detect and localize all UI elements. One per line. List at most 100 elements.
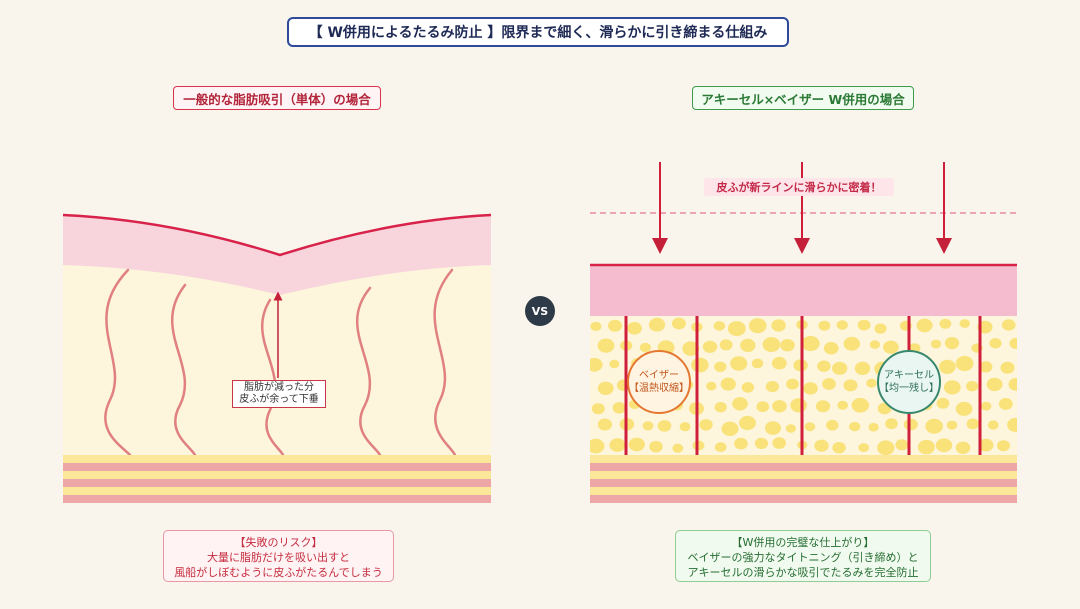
fat-cell (803, 382, 818, 395)
fat-cell (706, 381, 717, 391)
left-panel-label: 一般的な脂肪吸引（単体）の場合 (173, 86, 381, 110)
left-cross-section (62, 213, 492, 503)
fat-cell (832, 442, 846, 454)
fat-cell (885, 418, 898, 430)
fat-cell (939, 359, 956, 374)
fat-cell (997, 440, 1010, 452)
fat-cell (732, 397, 748, 411)
fat-cell (765, 421, 781, 435)
fat-cell (917, 439, 935, 455)
fat-cell (843, 379, 858, 392)
sag-annotation-line1: 脂肪が減った分 (244, 382, 314, 393)
fat-cell (998, 398, 1013, 410)
fat-cell (713, 321, 726, 331)
fat-cell (823, 342, 839, 355)
fat-cell (720, 377, 736, 391)
fat-cell (734, 437, 748, 450)
fat-cell (866, 378, 877, 388)
fat-cell (966, 418, 980, 430)
fat-cell (780, 339, 795, 352)
fat-cell (959, 319, 970, 328)
fat-cell (672, 443, 684, 453)
vaser-circle: ベイザー 【温熱収縮】 (627, 350, 691, 414)
aquicell-circle-title: アキーセル (884, 370, 934, 381)
fat-cell (590, 321, 602, 331)
right-cross-section (590, 162, 1017, 503)
fat-cell (597, 418, 613, 431)
fat-cell (590, 357, 603, 372)
fat-cell (1001, 319, 1016, 331)
fat-cell (671, 317, 686, 330)
fat-cell (925, 418, 943, 434)
fat-cell (989, 338, 1002, 349)
fat-cell (649, 441, 663, 453)
fat-cell (765, 381, 780, 393)
aquicell-circle-sub: 【均一残し】 (879, 383, 939, 394)
fat-cell (874, 323, 887, 334)
fat-cell (691, 357, 709, 373)
fat-cell (771, 356, 787, 370)
right-tight-skin (590, 265, 1017, 316)
fat-cell (1000, 361, 1015, 374)
fat-cell (754, 437, 769, 449)
fat-cell (955, 401, 973, 416)
fat-cell (981, 401, 992, 411)
fat-cell (730, 356, 748, 371)
fat-cell (868, 422, 879, 432)
fat-cell (822, 378, 836, 390)
fat-cell (987, 420, 999, 430)
left-loose-fibers (104, 268, 457, 457)
risk-heading: 【失敗のリスク】 (234, 536, 323, 549)
fat-cell (851, 397, 869, 413)
fat-cell (627, 322, 642, 335)
fat-cell (682, 341, 700, 356)
fat-cell (741, 382, 755, 393)
fat-cell (1009, 337, 1017, 349)
fat-cell (772, 400, 787, 413)
fat-cell (609, 438, 626, 452)
fat-cell (1007, 417, 1017, 432)
vaser-circle-sub: 【温熱収縮】 (629, 383, 689, 394)
vs-badge: VS (525, 296, 555, 326)
fat-cell (591, 403, 605, 415)
fat-cell (955, 441, 971, 454)
fat-cell (986, 377, 1003, 392)
fat-cell (642, 421, 654, 431)
fat-cell (978, 438, 994, 452)
vaser-circle-title: ベイザー (639, 370, 679, 381)
fat-cell (628, 437, 645, 452)
fat-cell (836, 320, 848, 330)
risk-line2: 風船がしぼむように皮ふがたるんでしまう (174, 566, 383, 579)
fat-cell (943, 380, 961, 395)
fat-cell (837, 400, 848, 410)
fat-cell (817, 360, 831, 372)
fat-cell (739, 415, 756, 431)
fat-cell (832, 361, 848, 375)
fat-cell (814, 439, 829, 452)
fat-cell (869, 340, 881, 349)
fat-cell (877, 440, 895, 455)
fat-cell (854, 361, 871, 375)
fat-cell (639, 342, 651, 353)
sag-annotation: 脂肪が減った分 皮ふが余って下垂 (232, 380, 326, 408)
fat-cell (748, 318, 767, 334)
fat-cell (679, 422, 691, 432)
fat-cell (608, 319, 622, 332)
fat-cell (936, 397, 950, 409)
fat-cell (895, 439, 909, 451)
fat-cell (751, 358, 764, 369)
left-skin-outline (62, 213, 492, 257)
fat-cell (857, 319, 871, 331)
fat-cell (944, 337, 960, 350)
fat-cell (790, 398, 807, 413)
fat-cell (612, 402, 626, 414)
fat-cell (858, 443, 869, 453)
aquicell-circle: アキーセル 【均一残し】 (877, 350, 941, 414)
fat-cell (979, 361, 993, 373)
fat-cell (903, 418, 918, 431)
fat-cell (719, 339, 733, 351)
fat-cell (1008, 378, 1017, 391)
fat-cell (772, 437, 786, 449)
fat-cell (883, 340, 899, 354)
fat-cell (930, 339, 942, 349)
